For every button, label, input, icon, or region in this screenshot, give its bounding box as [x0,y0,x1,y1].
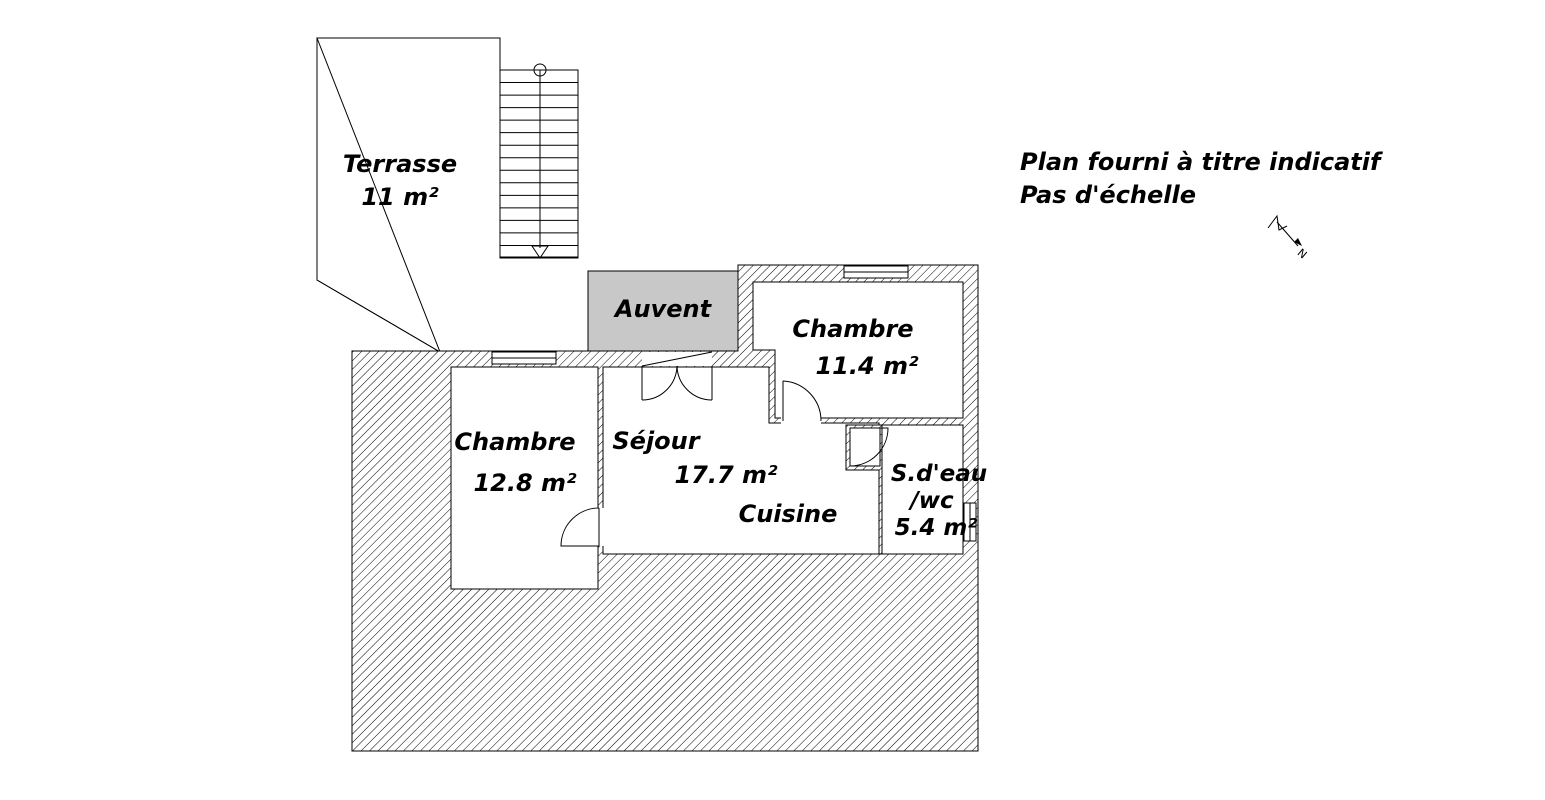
terrasse-area: 11 m² [361,183,439,211]
door-sdeau [849,427,889,467]
window-left-chambre [491,351,557,365]
chambre-left-name: Chambre [454,428,575,456]
sdeau-line2: /wc [907,488,954,514]
sdeau-line1: S.d'eau [891,461,987,487]
auvent-name: Auvent [613,295,713,323]
terrasse-name: Terrasse [343,150,457,178]
hatched-walls [351,264,979,752]
note-indicative: Plan fourni à titre indicatif [1020,148,1383,176]
chambre-top-area: 11.4 m² [815,352,919,380]
door-left-chambre [560,507,604,547]
door-top-chambre [781,380,822,425]
chambre-left-area: 12.8 m² [473,469,577,497]
sejour-name: Séjour [612,427,701,455]
window-sdeau [963,502,977,542]
cuisine-name: Cuisine [739,500,838,528]
compass-icon: N [1267,214,1310,261]
staircase [499,63,579,259]
window-top-chambre [843,265,909,279]
sejour-area: 17.7 m² [674,461,778,489]
chambre-top-name: Chambre [792,315,913,343]
sejour-entry-door [641,351,713,401]
compass-label: N [1295,246,1310,261]
note-no-scale: Pas d'échelle [1020,181,1196,209]
sdeau-area: 5.4 m² [895,515,978,541]
